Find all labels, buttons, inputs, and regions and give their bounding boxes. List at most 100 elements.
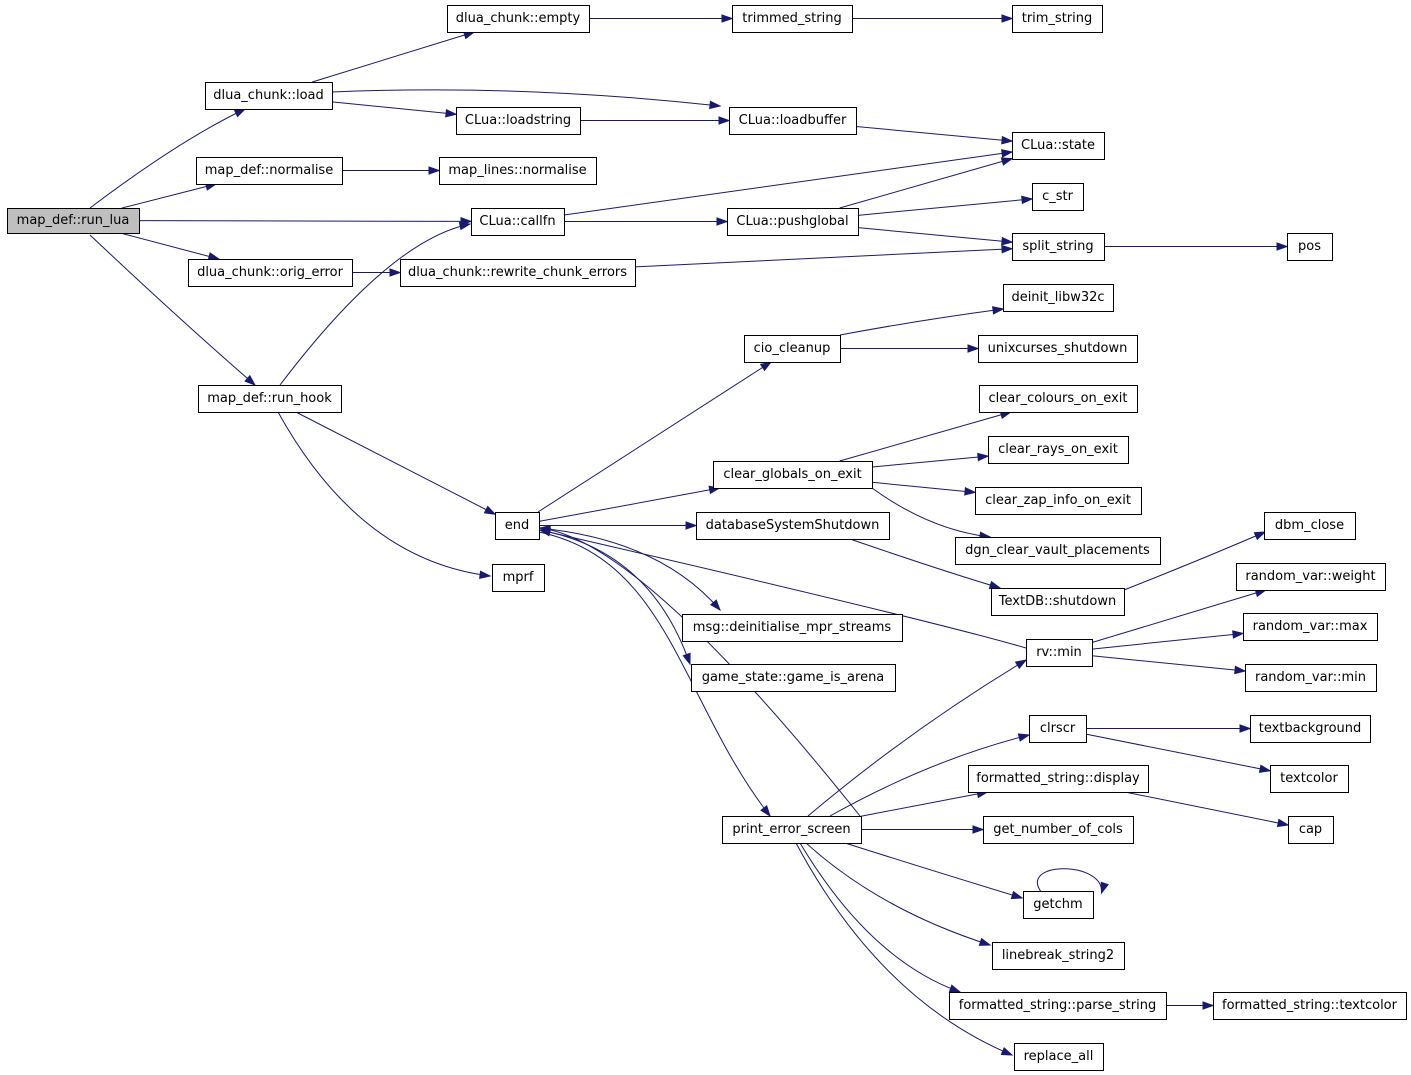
node-cap[interactable]: cap <box>1288 816 1334 844</box>
node-label: pos <box>1298 239 1321 254</box>
call-edge-end-to-game_state_game_is_arena <box>538 529 691 665</box>
node-label: dlua_chunk::orig_error <box>197 265 344 280</box>
node-box <box>722 816 862 844</box>
node-textdb-shutdown[interactable]: TextDB::shutdown <box>991 588 1125 616</box>
node-box <box>1287 233 1333 261</box>
node-box <box>988 436 1129 464</box>
node-linebreak-string2[interactable]: linebreak_string2 <box>992 942 1125 970</box>
node-box <box>1029 715 1087 743</box>
node-random-var-weight[interactable]: random_var::weight <box>1236 563 1386 591</box>
call-edge-dlua_chunk_load-to-clua_loadbuffer-arrowhead <box>709 100 722 110</box>
call-edge-print_error_screen-to-replace_all-arrowhead <box>1000 1046 1014 1056</box>
node-random-var-max[interactable]: random_var::max <box>1243 613 1378 641</box>
node-split-string[interactable]: split_string <box>1012 233 1105 261</box>
node-formatted-string-display[interactable]: formatted_string::display <box>968 765 1149 793</box>
node-clua-callfn[interactable]: CLua::callfn <box>471 208 565 236</box>
node-random-var-min[interactable]: random_var::min <box>1245 664 1377 692</box>
node-label: rv::min <box>1036 645 1082 660</box>
call-edge-cio_cleanup-to-deinit_libw32c <box>839 308 1004 336</box>
node-dlua-chunk-load[interactable]: dlua_chunk::load <box>205 82 333 110</box>
node-label: dlua_chunk::load <box>213 88 324 103</box>
node-clear-rays-on-exit[interactable]: clear_rays_on_exit <box>988 436 1129 464</box>
node-replace-all[interactable]: replace_all <box>1014 1043 1104 1071</box>
node-label: random_var::min <box>1255 670 1366 685</box>
node-map-def-run-lua[interactable]: map_def::run_lua <box>7 208 140 234</box>
node-box <box>1288 816 1334 844</box>
node-formatted-string-textcolor[interactable]: formatted_string::textcolor <box>1213 992 1407 1020</box>
call-edge-textdb_shutdown-to-dbm_close <box>1123 531 1266 591</box>
call-edge-database_system_shutdown-to-textdb_shutdown-arrowhead <box>988 580 1002 590</box>
node-cio-cleanup[interactable]: cio_cleanup <box>744 335 841 363</box>
call-edge-dlua_chunk_empty-to-trimmed_string-arrowhead <box>721 14 734 23</box>
node-dlua-chunk-empty[interactable]: dlua_chunk::empty <box>447 5 590 33</box>
node-clua-loadbuffer[interactable]: CLua::loadbuffer <box>729 107 857 135</box>
node-clear-colours-on-exit[interactable]: clear_colours_on_exit <box>979 385 1138 413</box>
node-box <box>1032 183 1084 211</box>
node-getchm[interactable]: getchm <box>1023 891 1094 919</box>
call-edge-end-to-game_state_game_is_arena-arrowhead <box>682 652 691 666</box>
node-box <box>456 107 581 135</box>
node-clua-pushglobal[interactable]: CLua::pushglobal <box>727 208 859 236</box>
node-clua-state[interactable]: CLua::state <box>1012 132 1105 160</box>
node-box <box>1012 132 1105 160</box>
call-edge-print_error_screen-to-linebreak_string2-arrowhead <box>978 937 992 946</box>
node-label: c_str <box>1042 189 1074 204</box>
call-edge-print_error_screen-to-end <box>539 527 861 817</box>
node-dlua-chunk-orig-error[interactable]: dlua_chunk::orig_error <box>188 259 353 287</box>
call-edge-end-to-database_system_shutdown-arrowhead <box>685 521 698 530</box>
node-c-str[interactable]: c_str <box>1032 183 1084 211</box>
node-box <box>949 992 1167 1020</box>
node-box <box>1012 5 1103 33</box>
call-edge-clear_globals_on_exit-to-clear_colours_on_exit <box>839 411 1011 462</box>
node-label: formatted_string::parse_string <box>959 998 1156 1013</box>
node-box <box>955 537 1161 565</box>
node-end[interactable]: end <box>495 512 540 540</box>
node-map-def-normalise[interactable]: map_def::normalise <box>196 157 343 185</box>
call-edge-dlua_chunk_rewrite_chunk_errors-to-split_string-arrowhead <box>1001 244 1014 254</box>
node-dgn-clear-vault-placements[interactable]: dgn_clear_vault_placements <box>955 537 1161 565</box>
call-edge-print_error_screen-to-linebreak_string2 <box>805 842 991 946</box>
node-formatted-string-parse-string[interactable]: formatted_string::parse_string <box>949 992 1167 1020</box>
node-textcolor[interactable]: textcolor <box>1270 765 1349 793</box>
node-dbm-close[interactable]: dbm_close <box>1264 512 1356 540</box>
call-edge-map_def_run_lua-to-clua_callfn <box>138 220 472 222</box>
node-map-def-run-hook[interactable]: map_def::run_hook <box>198 385 342 413</box>
call-edge-map_def_run_hook-to-mprf <box>277 411 491 577</box>
call-edge-print_error_screen-to-rv_min <box>807 659 1027 817</box>
node-deinit-libw32c[interactable]: deinit_libw32c <box>1003 284 1114 312</box>
node-mprf[interactable]: mprf <box>492 564 545 592</box>
node-dlua-chunk-rewrite-chunk-errors[interactable]: dlua_chunk::rewrite_chunk_errors <box>400 259 636 287</box>
node-game-state-game-is-arena[interactable]: game_state::game_is_arena <box>691 664 896 692</box>
node-trimmed-string[interactable]: trimmed_string <box>732 5 853 33</box>
node-box <box>205 82 333 110</box>
node-textbackground[interactable]: textbackground <box>1250 715 1371 743</box>
node-clua-loadstring[interactable]: CLua::loadstring <box>456 107 581 135</box>
node-clear-zap-info-on-exit[interactable]: clear_zap_info_on_exit <box>975 487 1142 515</box>
node-print-error-screen[interactable]: print_error_screen <box>722 816 862 844</box>
node-label: trim_string <box>1022 11 1093 26</box>
node-pos[interactable]: pos <box>1287 233 1333 261</box>
node-label: map_def::run_hook <box>207 391 332 406</box>
node-label: linebreak_string2 <box>1002 948 1114 963</box>
node-box <box>1264 512 1356 540</box>
node-map-lines-normalise[interactable]: map_lines::normalise <box>439 157 597 185</box>
node-clear-globals-on-exit[interactable]: clear_globals_on_exit <box>713 461 873 489</box>
node-box <box>983 816 1134 844</box>
node-label: CLua::callfn <box>479 214 555 229</box>
node-clrscr[interactable]: clrscr <box>1029 715 1087 743</box>
call-edge-map_def_run_lua-to-map_def_run_hook-arrowhead <box>244 374 257 386</box>
node-msg-deinitialise-mpr-streams[interactable]: msg::deinitialise_mpr_streams <box>682 614 903 642</box>
node-trim-string[interactable]: trim_string <box>1012 5 1103 33</box>
node-get-number-of-cols[interactable]: get_number_of_cols <box>983 816 1134 844</box>
node-unixcurses-shutdown[interactable]: unixcurses_shutdown <box>978 335 1138 363</box>
call-edge-print_error_screen-to-formatted_string_parse_string <box>799 842 961 993</box>
node-label: dlua_chunk::rewrite_chunk_errors <box>408 265 627 280</box>
call-edge-end-to-clear_globals_on_exit <box>538 487 720 522</box>
node-label: databaseSystemShutdown <box>706 518 880 533</box>
node-rv-min[interactable]: rv::min <box>1026 639 1093 667</box>
call-edge-map_def_run_hook-to-clua_callfn-arrowhead <box>458 221 472 231</box>
node-database-system-shutdown[interactable]: databaseSystemShutdown <box>696 512 890 540</box>
call-edge-print_error_screen-to-clrscr <box>829 734 1030 817</box>
node-box <box>713 461 873 489</box>
